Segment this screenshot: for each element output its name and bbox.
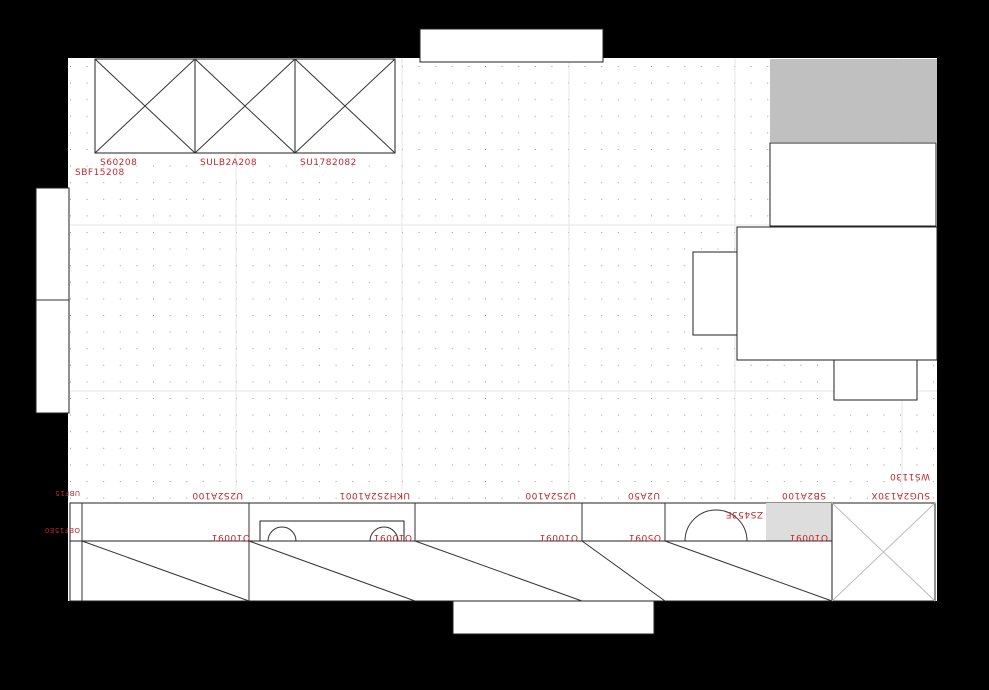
chair-left[interactable] xyxy=(692,251,738,336)
front-label-1: O10091 xyxy=(211,532,250,542)
front-label-4: O5091 xyxy=(629,532,662,542)
side-label-2: OBF15E0 xyxy=(44,526,80,534)
top-window[interactable] xyxy=(419,28,604,63)
front-label-5: O10091 xyxy=(789,532,828,542)
base-label-1: U2S2A100 xyxy=(192,490,243,500)
chair-bottom[interactable] xyxy=(833,359,918,401)
appliance[interactable] xyxy=(769,142,937,227)
upper-label-extra: SBF15208 xyxy=(75,168,125,178)
base-label-4: U2A50 xyxy=(628,490,660,500)
sink-label: ZS453E xyxy=(725,509,763,519)
bottom-window[interactable] xyxy=(452,600,655,635)
upper-label-1: S60208 xyxy=(100,158,137,168)
table[interactable] xyxy=(736,226,938,361)
front-label-2: O10091 xyxy=(373,532,412,542)
base-cabinets[interactable] xyxy=(69,502,936,602)
front-label-3: O10091 xyxy=(539,532,578,542)
grey-area xyxy=(770,59,937,142)
wall-label: WS1130 xyxy=(889,471,930,481)
base-label-2: UKH2S2A1001 xyxy=(339,490,410,500)
base-label-6: SUG2A130X xyxy=(871,490,930,500)
base-label-5: SB2A100 xyxy=(782,490,826,500)
side-label-1: UBF15 xyxy=(55,489,80,497)
upper-label-3: SU1782082 xyxy=(300,158,357,168)
base-label-3: U2S2A100 xyxy=(525,490,576,500)
upper-label-2: SULB2A208 xyxy=(200,158,257,168)
upper-cabinets[interactable] xyxy=(94,58,396,154)
